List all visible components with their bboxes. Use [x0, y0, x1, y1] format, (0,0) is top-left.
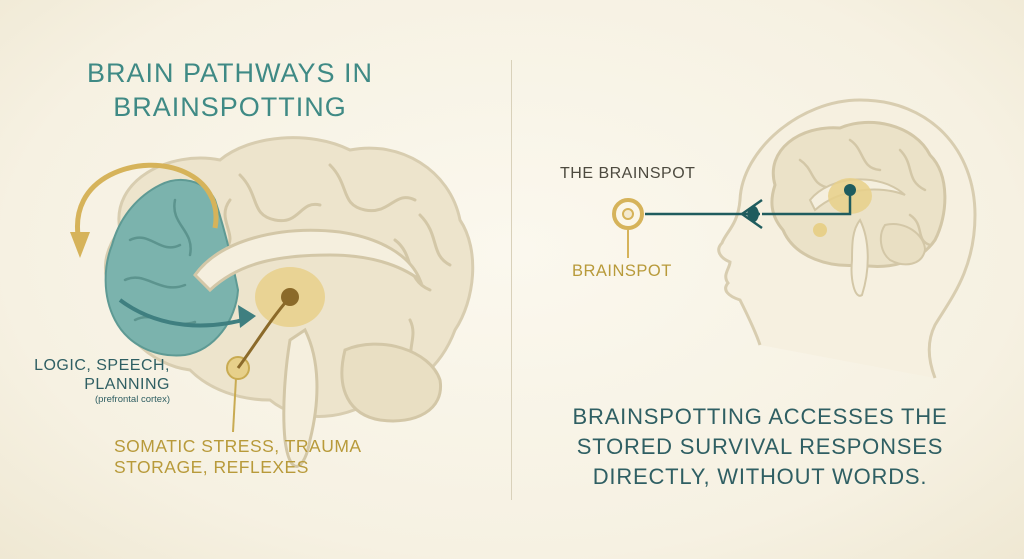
limbic-pathway-line	[236, 296, 292, 369]
brainspot-title: THE BRAINSPOT	[560, 165, 696, 182]
eye-to-brain-pathway	[762, 190, 852, 216]
teal-pathway-arrow	[118, 298, 251, 328]
panel-divider	[511, 60, 512, 500]
brainspot-target-center	[622, 208, 634, 220]
limbic-label: SOMATIC STRESS, TRAUMA STORAGE, REFLEXES	[114, 436, 361, 477]
prefrontal-label: LOGIC, SPEECH, PLANNING (prefrontal cort…	[20, 356, 170, 406]
right-caption: BRAINSPOTTING ACCESSES THE STORED SURVIV…	[572, 404, 948, 489]
teal-arrowhead-icon	[238, 305, 256, 328]
corpus-callosum	[193, 228, 424, 293]
head-brainstem	[850, 218, 869, 297]
gold-arrowhead-icon	[70, 232, 90, 258]
prefrontal-label-text: LOGIC, SPEECH, PLANNING	[34, 357, 170, 393]
eye-icon	[741, 198, 763, 230]
head-cerebellum	[879, 223, 927, 266]
prefrontal-sublabel: (prefrontal cortex)	[95, 394, 170, 405]
cerebellum	[340, 342, 442, 423]
brainstem	[282, 327, 319, 468]
head-amygdala-dot	[813, 223, 827, 237]
limbic-leader-line	[232, 377, 237, 433]
brainspot-label: BRAINSPOT	[572, 262, 672, 280]
gold-curved-arrow	[74, 162, 219, 236]
left-title: BRAIN PATHWAYS IN BRAINSPOTTING	[86, 58, 374, 122]
